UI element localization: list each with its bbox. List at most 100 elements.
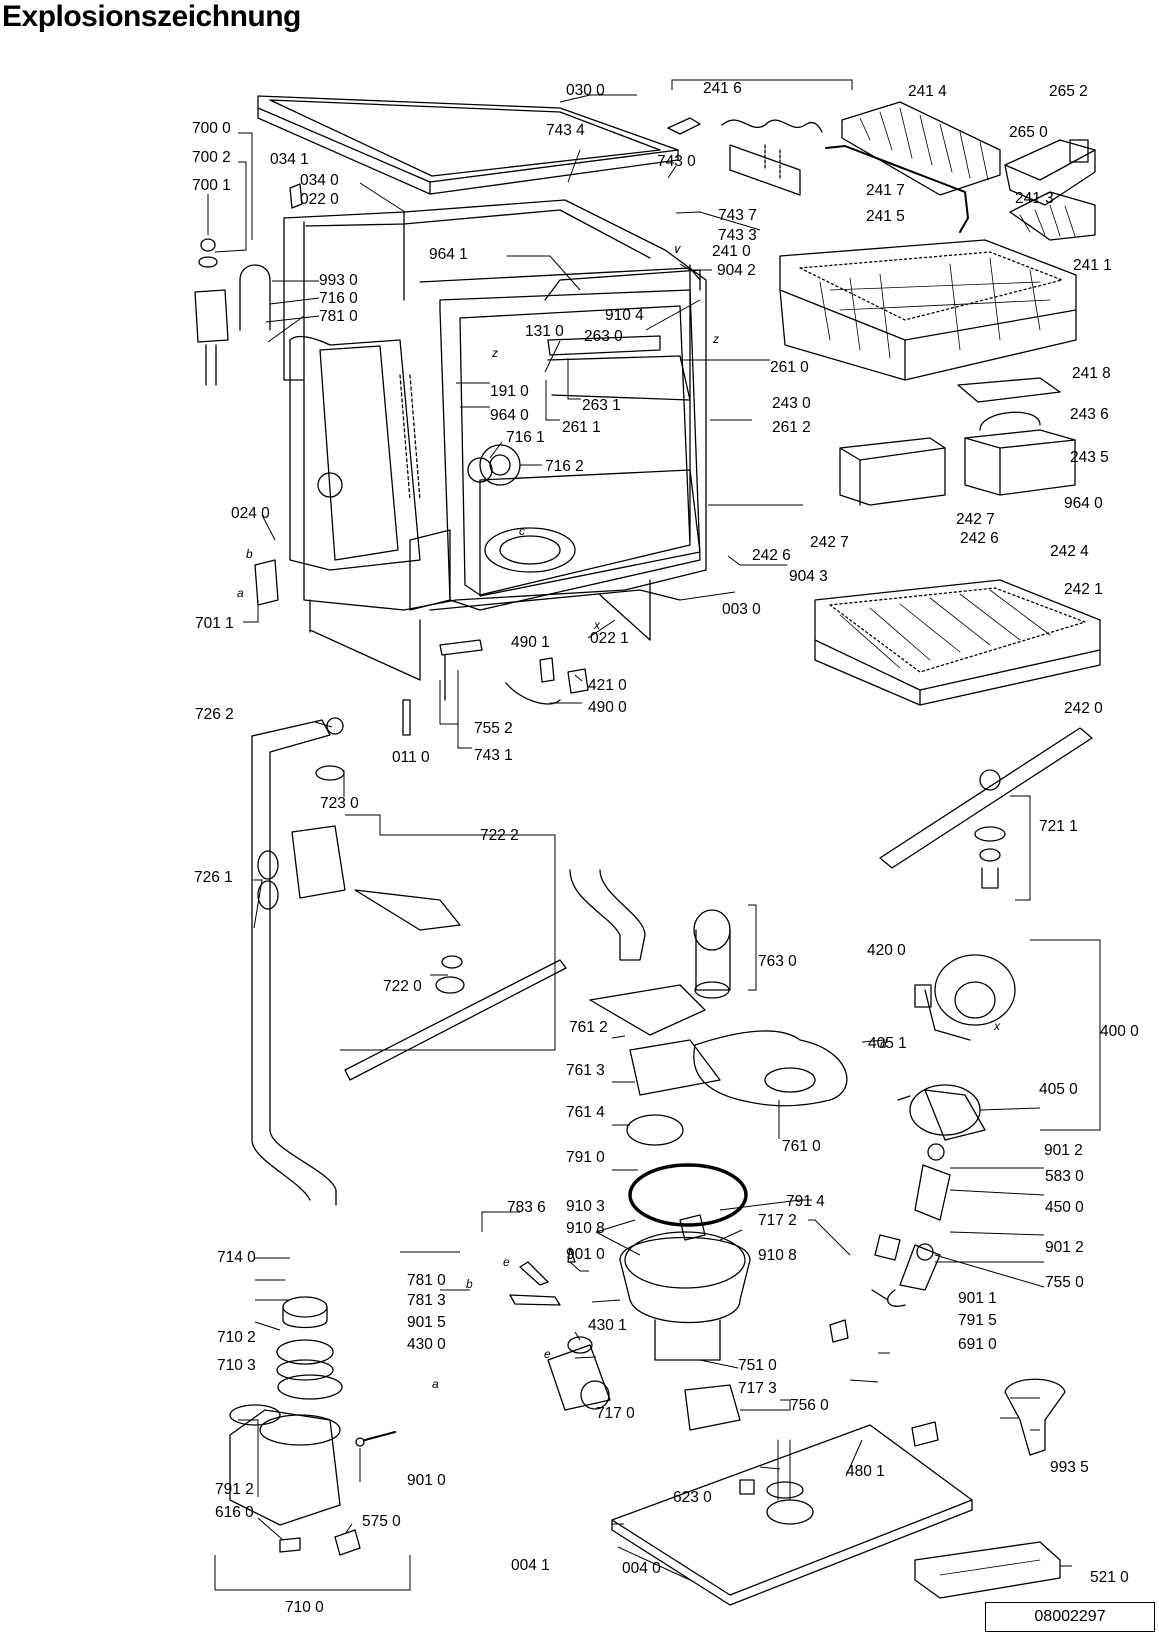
part-label: 263 1 — [582, 397, 621, 414]
part-label: 623 0 — [673, 1489, 712, 1506]
part-label: 261 0 — [770, 359, 809, 376]
part-label: 430 0 — [407, 1336, 446, 1353]
part-label: 490 1 — [511, 634, 550, 651]
part-label: 901 2 — [1045, 1239, 1084, 1256]
part-label: 716 1 — [506, 429, 545, 446]
part-label: 242 7 — [956, 511, 995, 528]
part-label: 717 0 — [596, 1405, 635, 1422]
part-label: 901 1 — [958, 1290, 997, 1307]
reference-mark: b — [466, 1277, 473, 1291]
part-label: 242 1 — [1064, 581, 1103, 598]
part-label: 420 0 — [867, 942, 906, 959]
part-label: 242 7 — [810, 534, 849, 551]
part-label: 261 2 — [772, 419, 811, 436]
part-label: 030 0 — [566, 82, 605, 99]
drain-pump — [909, 954, 1016, 1141]
basket-rail — [667, 117, 823, 196]
part-label: 717 2 — [758, 1212, 797, 1229]
control-panel — [914, 1541, 1061, 1599]
part-label: 241 3 — [1015, 190, 1054, 207]
reference-mark: z — [491, 346, 498, 360]
part-label: 904 2 — [717, 262, 756, 279]
part-label: 243 0 — [772, 395, 811, 412]
part-label: 583 0 — [1045, 1168, 1084, 1185]
reference-mark: e — [503, 1255, 510, 1269]
part-label: 901 0 — [407, 1472, 446, 1489]
part-label: 011 0 — [392, 749, 430, 766]
part-label: 700 1 — [192, 177, 231, 194]
part-label: 910 8 — [566, 1220, 605, 1237]
part-label: 781 3 — [407, 1292, 446, 1309]
part-label: 791 4 — [786, 1193, 825, 1210]
part-label: 901 2 — [1044, 1142, 1083, 1159]
part-label: 910 8 — [758, 1247, 797, 1264]
part-label: 024 0 — [231, 505, 270, 522]
cutlery-basket — [839, 377, 1076, 506]
part-label: 743 1 — [474, 747, 513, 764]
part-label: 743 7 — [718, 207, 757, 224]
worktop-lid — [257, 95, 679, 195]
part-label: 761 3 — [566, 1062, 605, 1079]
upper-spray-arm — [291, 825, 567, 1081]
sump-assembly — [569, 869, 848, 1431]
part-label: 490 0 — [588, 699, 627, 716]
part-label: 743 0 — [657, 153, 696, 170]
part-label: 450 0 — [1045, 1199, 1084, 1216]
reference-mark: b — [246, 547, 253, 561]
reference-mark: z — [712, 332, 719, 346]
part-label: 722 2 — [480, 827, 519, 844]
document-number: 08002297 — [985, 1602, 1155, 1632]
tub-cabinet — [283, 199, 707, 681]
part-label: 701 1 — [195, 615, 234, 632]
part-label: 241 7 — [866, 182, 905, 199]
reference-mark: d — [880, 1037, 887, 1051]
part-label: 430 1 — [588, 1317, 627, 1334]
part-label: 743 3 — [718, 227, 757, 244]
part-label: 421 0 — [588, 677, 627, 694]
part-label: 265 0 — [1009, 124, 1048, 141]
drawing-layer — [194, 95, 1101, 1606]
part-label: 400 0 — [1100, 1023, 1139, 1040]
part-label: 964 0 — [1064, 495, 1103, 512]
part-label: 616 0 — [215, 1504, 254, 1521]
part-label: 004 0 — [622, 1560, 661, 1577]
reference-mark: a — [432, 1377, 439, 1391]
part-label: 243 6 — [1070, 406, 1109, 423]
part-label: 791 0 — [566, 1149, 605, 1166]
part-label: 191 0 — [490, 383, 529, 400]
part-label: 003 0 — [722, 601, 761, 618]
part-label: 743 4 — [546, 122, 585, 139]
part-label: 993 0 — [319, 272, 358, 289]
part-label: 755 2 — [474, 720, 513, 737]
heater-hose — [886, 1143, 951, 1307]
feed-pipe — [251, 717, 345, 1206]
part-label: 241 1 — [1073, 257, 1112, 274]
part-label: 726 2 — [195, 706, 234, 723]
part-label: 761 0 — [782, 1138, 821, 1155]
lower-spray-arm — [879, 727, 1093, 889]
part-label: 241 8 — [1072, 365, 1111, 382]
part-label: 763 0 — [758, 953, 797, 970]
part-label: 242 4 — [1050, 543, 1089, 560]
cutlery-rack — [825, 101, 1096, 241]
part-label: 575 0 — [362, 1513, 401, 1530]
part-label: 904 3 — [789, 568, 828, 585]
page-title: Explosionszeichnung — [2, 0, 301, 33]
part-label: 034 0 — [300, 172, 339, 189]
part-label: 700 0 — [192, 120, 231, 137]
part-label: 714 0 — [217, 1249, 256, 1266]
part-label: 751 0 — [738, 1357, 777, 1374]
reference-mark: a — [237, 586, 244, 600]
part-label: 716 2 — [545, 458, 584, 475]
part-label: 901 0 — [566, 1246, 605, 1263]
part-label: 242 0 — [1064, 700, 1103, 717]
water-softener — [229, 1296, 361, 1556]
part-label: 781 0 — [407, 1272, 446, 1289]
part-label: 726 1 — [194, 869, 233, 886]
part-label: 242 6 — [960, 530, 999, 547]
part-label: 022 0 — [300, 191, 339, 208]
part-label: 022 1 — [590, 630, 629, 647]
part-label: 131 0 — [525, 323, 564, 340]
part-label: 781 0 — [319, 308, 358, 325]
